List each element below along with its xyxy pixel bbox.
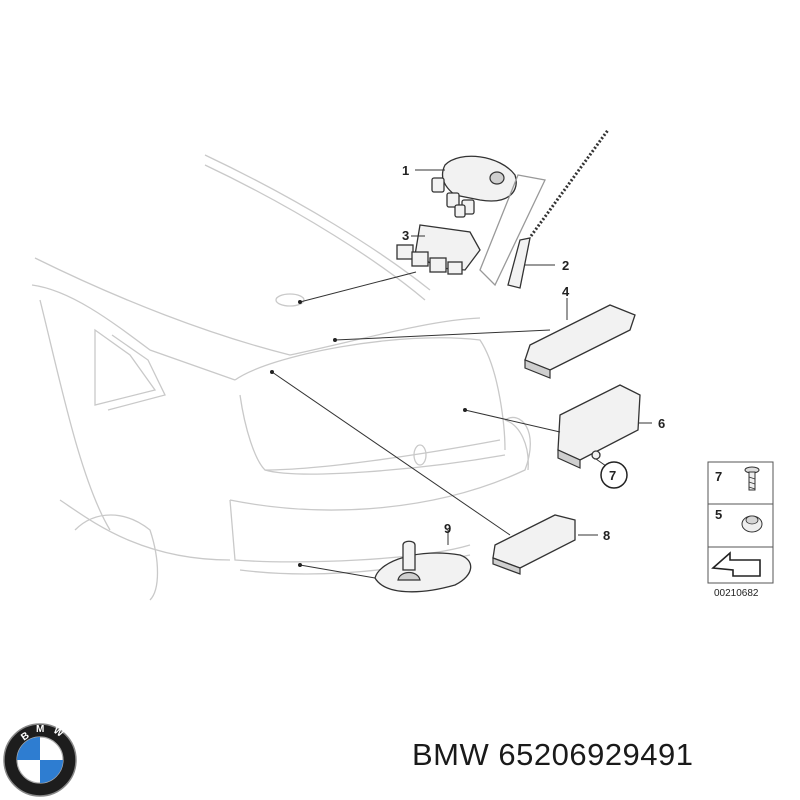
svg-text:M: M — [36, 724, 44, 735]
callout-6: 6 — [658, 416, 665, 431]
callout-2: 2 — [562, 258, 569, 273]
screw-icon — [744, 466, 760, 491]
arrow-icon — [711, 551, 761, 577]
part-antenna-pad — [298, 530, 472, 593]
grommet-icon — [741, 515, 763, 533]
car-body-outline — [31, 154, 531, 601]
callout-4: 4 — [562, 284, 570, 299]
callout-7: 7 — [609, 468, 616, 483]
fastener-legend: 7 5 00210682 — [707, 461, 774, 599]
callout-9: 9 — [444, 521, 451, 536]
callout-3: 3 — [402, 228, 409, 243]
bmw-logo: B M W — [3, 723, 77, 797]
callout-1: 1 — [402, 163, 409, 178]
callout-8: 8 — [603, 528, 610, 543]
part-number-label: BMW 65206929491 — [412, 737, 694, 772]
legend-number-7: 7 — [715, 469, 722, 484]
part-amplifier-box — [463, 384, 652, 489]
part-bracket — [298, 224, 481, 304]
reference-code: 00210682 — [714, 588, 759, 599]
part-control-unit — [270, 370, 598, 575]
part-antenna-base — [415, 155, 517, 218]
part-antenna-rod — [479, 129, 610, 289]
legend-number-5: 5 — [715, 507, 722, 522]
part-amplifier-module — [333, 298, 636, 379]
